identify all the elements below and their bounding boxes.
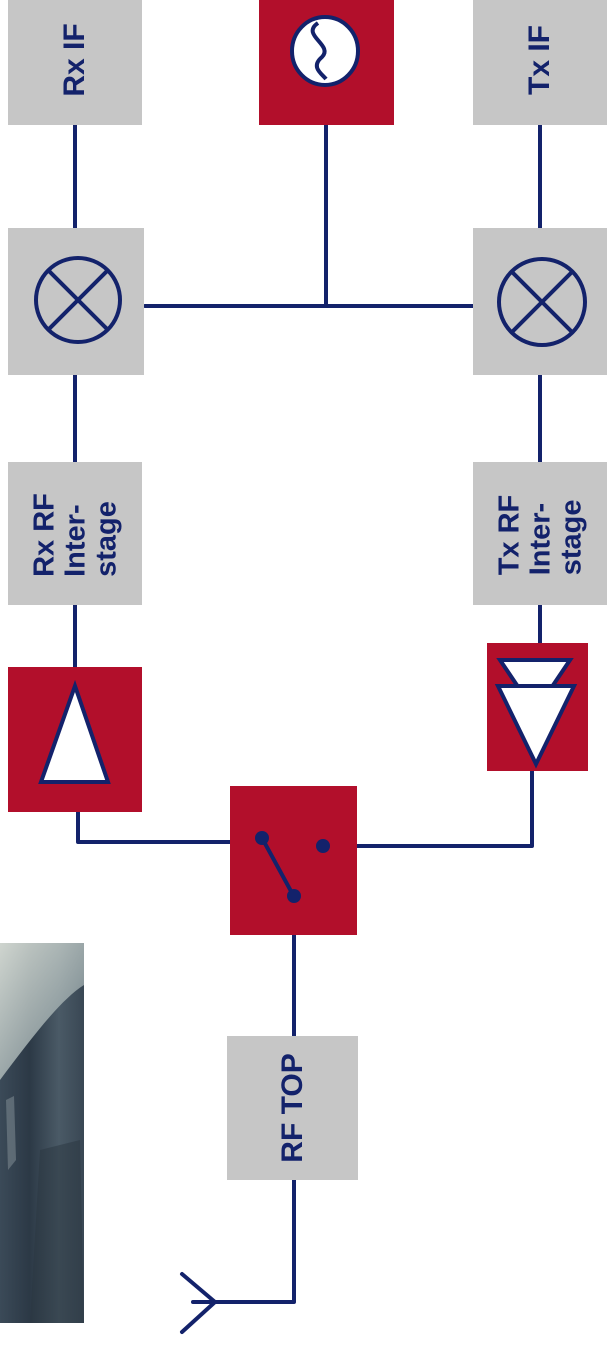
photo-fragment	[0, 943, 84, 1323]
rf-top-label: RF TOP	[276, 1053, 309, 1163]
wire-pa-to-switch	[320, 768, 534, 848]
sine-wave-oscillator-icon	[290, 15, 360, 87]
tx-if-block	[473, 0, 607, 125]
rx-rf-interstage-line-2: Inter-	[59, 504, 92, 577]
tx-rf-interstage-line-1: Tx RF	[493, 494, 526, 576]
tx-rf-interstage-label: Tx RF Inter- stage	[493, 494, 588, 576]
mixer-cross-circle-icon	[497, 257, 587, 347]
tx-if-label: Tx IF	[523, 24, 556, 96]
tx-rf-interstage-block	[473, 462, 607, 605]
tx-rf-interstage-line-3: stage	[555, 499, 588, 576]
rx-mixer-block	[8, 228, 144, 375]
tx-mixer-block	[473, 228, 607, 375]
spdt-switch-icon	[255, 831, 330, 903]
rx-if-label: Rx IF	[58, 23, 91, 97]
rx-rf-interstage-label: Rx RF Inter- stage	[28, 493, 123, 577]
connection-lines	[73, 123, 542, 1304]
rx-rf-interstage-block	[8, 462, 142, 605]
amplifier-triangle-icon	[38, 679, 111, 784]
rf-switch-block	[230, 786, 357, 935]
rf-top-block	[227, 1036, 358, 1180]
tx-amplifier-block	[487, 643, 588, 771]
rx-rf-interstage-line-1: Rx RF	[28, 493, 61, 577]
rx-rf-interstage-line-3: stage	[90, 501, 123, 577]
wire-switch-to-antenna	[191, 894, 296, 1304]
rx-amplifier-block	[8, 667, 142, 812]
mixer-cross-circle-icon	[34, 256, 122, 344]
rx-if-block	[8, 0, 142, 125]
power-amplifier-double-triangle-icon	[494, 658, 578, 769]
local-oscillator-block	[259, 0, 394, 125]
wire-lna-to-switch	[76, 810, 264, 844]
antenna-icon	[180, 1272, 217, 1334]
tx-rf-interstage-line-2: Inter-	[524, 502, 557, 576]
